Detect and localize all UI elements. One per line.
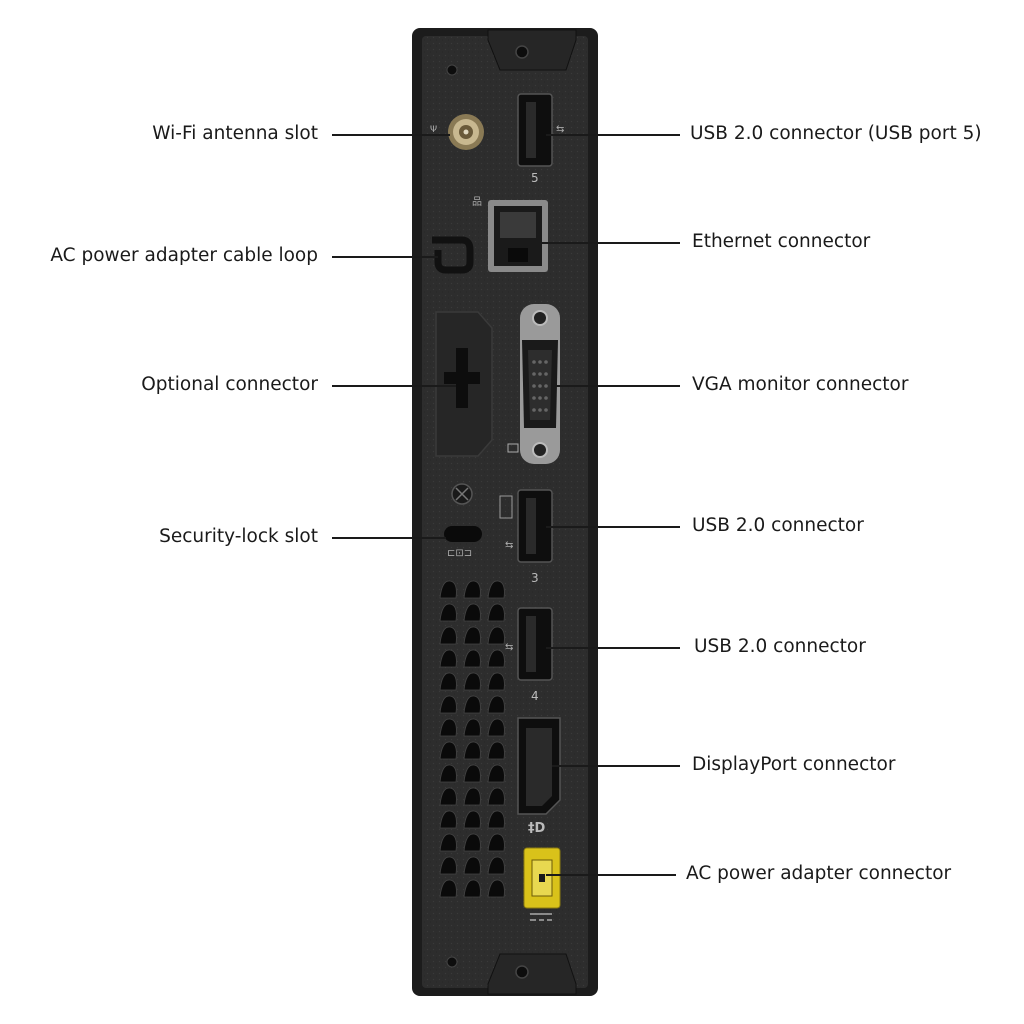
- label-displayport: DisplayPort connector: [692, 754, 895, 776]
- top-left-screw-hole: [447, 65, 457, 75]
- svg-text:⊏⊡⊐: ⊏⊡⊐: [447, 548, 472, 559]
- leader-security-lock: [332, 537, 446, 539]
- usb-port-5-number: 5: [531, 171, 539, 185]
- usb-port-3-number: 3: [531, 571, 539, 585]
- leader-displayport: [552, 765, 680, 767]
- bottom-left-screw-hole: [447, 957, 457, 967]
- label-ethernet: Ethernet connector: [692, 231, 870, 253]
- svg-text:品: 品: [472, 196, 482, 208]
- leader-usb5: [546, 134, 680, 136]
- svg-text:⇆: ⇆: [505, 642, 513, 653]
- bottom-tab-hole: [516, 966, 528, 978]
- leader-vga: [554, 385, 680, 387]
- leader-wifi-antenna: [332, 134, 450, 136]
- label-ac-power: AC power adapter connector: [686, 863, 951, 885]
- label-usb5: USB 2.0 connector (USB port 5): [690, 123, 982, 145]
- top-mounting-tab: [488, 30, 576, 70]
- screw: [452, 484, 472, 504]
- leader-ac-power: [546, 874, 676, 876]
- label-vga: VGA monitor connector: [692, 374, 908, 396]
- label-cable-loop: AC power adapter cable loop: [50, 245, 318, 267]
- svg-text:⇆: ⇆: [505, 540, 513, 551]
- leader-cable-loop: [332, 256, 438, 258]
- label-usb4: USB 2.0 connector: [694, 636, 866, 658]
- label-wifi-antenna-slot: Wi-Fi antenna slot: [152, 123, 318, 145]
- label-security-lock-slot: Security-lock slot: [159, 526, 318, 548]
- leader-optional-connector: [332, 385, 456, 387]
- top-tab-hole: [516, 46, 528, 58]
- leader-ethernet: [540, 242, 680, 244]
- usb-port-4-number: 4: [531, 689, 539, 703]
- leader-usb3: [546, 526, 680, 528]
- svg-text:‡D: ‡D: [528, 821, 546, 836]
- label-usb3: USB 2.0 connector: [692, 515, 864, 537]
- leader-usb4: [546, 647, 680, 649]
- bottom-mounting-tab: [488, 954, 576, 994]
- label-optional-connector: Optional connector: [141, 374, 318, 396]
- optional-connector-cover: [436, 312, 492, 456]
